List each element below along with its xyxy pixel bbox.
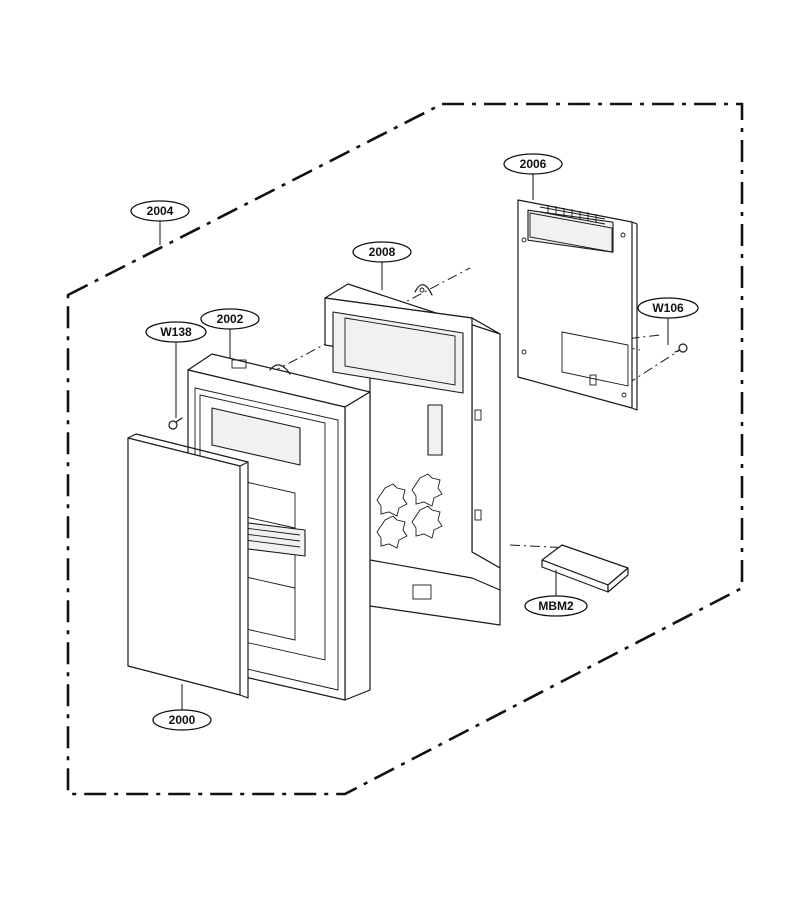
- callout-label-2002: 2002: [217, 312, 244, 326]
- part-mbm2: [541, 544, 629, 593]
- screw-w138: [168, 417, 183, 430]
- bracket-2008: [324, 283, 501, 626]
- callout-label-2008: 2008: [369, 245, 396, 259]
- leader-lines: [159, 174, 669, 710]
- callout-2008: 2008: [352, 241, 412, 263]
- pcb-board-2006: [517, 199, 638, 411]
- callout-label-2004: 2004: [147, 204, 174, 218]
- callout-2006: 2006: [503, 153, 563, 175]
- callout-2004: 2004: [130, 200, 190, 222]
- callout-w138: W138: [145, 321, 207, 343]
- cover-plate-2000: [127, 433, 249, 699]
- callout-2000: 2000: [152, 709, 212, 731]
- screw-w106: [674, 343, 688, 353]
- callout-label-2006: 2006: [520, 157, 547, 171]
- callout-label-w138: W138: [160, 325, 192, 339]
- callout-w106: W106: [637, 297, 699, 319]
- callout-label-2000: 2000: [169, 713, 196, 727]
- callout-label-w106: W106: [652, 301, 684, 315]
- callout-mbm2: MBM2: [524, 595, 588, 617]
- callout-2002: 2002: [200, 308, 260, 330]
- callout-label-mbm2: MBM2: [538, 599, 574, 613]
